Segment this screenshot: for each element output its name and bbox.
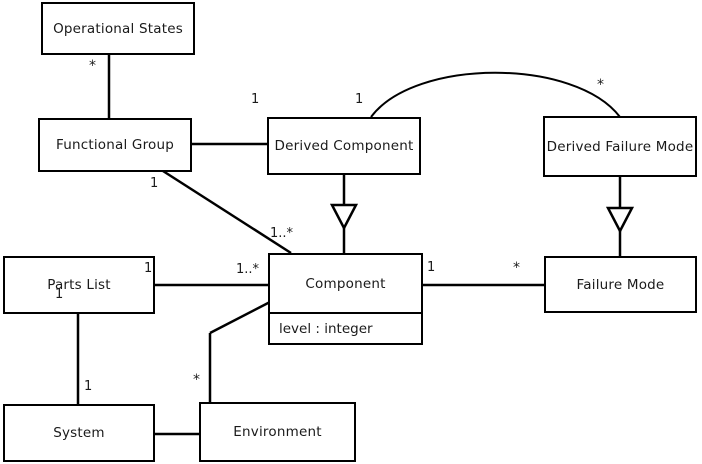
multiplicity-fgroup-to-comp: 1 <box>150 176 159 191</box>
class-box-functional-group[interactable]: Functional Group <box>38 118 192 172</box>
multiplicity-fgroup-comp-end: 1..* <box>270 226 294 241</box>
class-box-derived-component[interactable]: Derived Component <box>267 117 421 175</box>
class-attribute-component-level: level : integer <box>270 312 421 343</box>
class-box-environment[interactable]: Environment <box>199 402 356 462</box>
generalization-triangle-component-icon <box>329 203 359 231</box>
generalization-triangle-failuremode-icon <box>605 206 635 234</box>
class-name-failure-mode: Failure Mode <box>576 276 665 293</box>
class-name-functional-group: Functional Group <box>55 137 175 153</box>
class-name-component: Component <box>305 275 386 292</box>
multiplicity-dfm-arc-end: * <box>597 77 604 93</box>
class-box-system[interactable]: System <box>3 404 155 462</box>
multiplicity-comp-to-fm: 1 <box>427 260 436 275</box>
multiplicity-partslist-comp-end: 1..* <box>236 262 260 277</box>
class-name-derived-failure-mode: Derived Failure Mode <box>546 138 694 155</box>
multiplicity-fgroup-to-dcomp: 1 <box>251 92 260 107</box>
multiplicity-partslist-system: 1 <box>55 287 64 302</box>
class-box-failure-mode[interactable]: Failure Mode <box>544 256 697 313</box>
class-name-system: System <box>53 425 105 441</box>
multiplicity-fm-end: * <box>513 260 520 276</box>
class-name-derived-component: Derived Component <box>274 138 414 154</box>
class-box-operational-states[interactable]: Operational States <box>41 2 195 55</box>
multiplicity-opstates-to-fgroup: * <box>89 58 96 74</box>
class-box-parts-list[interactable]: Parts List <box>3 256 155 314</box>
connector-derivedcomponent-derivedfailuremode-arc <box>370 71 621 118</box>
multiplicity-system-end: 1 <box>84 379 93 394</box>
connector-functionalgroup-component <box>162 169 292 255</box>
class-box-derived-failure-mode[interactable]: Derived Failure Mode <box>543 116 697 177</box>
connector-environment-component-diagonal <box>209 300 271 335</box>
multiplicity-env-to-comp: * <box>193 372 200 388</box>
class-name-parts-list: Parts List <box>47 277 111 293</box>
class-box-component[interactable]: Component level : integer <box>268 253 423 345</box>
class-name-operational-states: Operational States <box>53 20 183 37</box>
multiplicity-partslist-end: 1 <box>144 261 153 276</box>
class-name-environment: Environment <box>233 424 322 440</box>
multiplicity-dcomp-arc-start: 1 <box>355 92 364 107</box>
